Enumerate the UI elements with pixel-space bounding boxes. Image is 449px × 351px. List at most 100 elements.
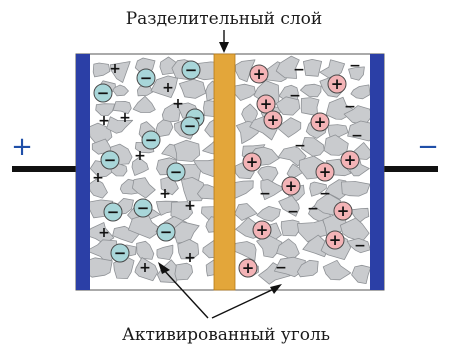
svg-text:+: + [267,111,280,129]
carbon-particle [300,83,322,98]
cation-sign: + [172,96,184,112]
carbon-particle [260,179,286,201]
svg-text:+: + [337,202,350,220]
carbon-particle [303,59,322,77]
svg-text:+: + [344,151,357,169]
right-electrode [370,54,384,290]
cation-ion: + [325,230,345,250]
carbon-particle [351,264,372,284]
carbon-particle [235,59,256,83]
cation-sign: + [119,110,131,126]
carbon-particle [347,120,376,142]
carbon-particle [309,181,327,197]
svg-text:+: + [314,113,327,131]
svg-text:−: − [137,199,150,217]
separator-pointer [219,30,229,53]
carbon-particle [132,95,156,113]
svg-text:−: − [185,61,198,79]
right-lead [383,166,438,172]
carbon-particle [177,239,200,260]
cation-ion: + [310,112,330,132]
negative-terminal-sign: − [417,132,439,162]
cation-ion: + [327,74,347,94]
cation-ion: + [256,94,276,114]
carbon-particle [173,139,201,162]
svg-text:−: − [114,244,127,262]
anion-sign: − [259,186,271,202]
svg-text:+: + [285,177,298,195]
left-lead [12,166,78,172]
carbon-particle [301,137,325,157]
svg-text:+: + [246,153,259,171]
anion-ion: − [136,68,156,88]
carbon-particle [128,213,163,239]
cation-ion: + [242,152,262,172]
anion-ion: − [103,202,123,222]
anion-sign: − [351,128,363,144]
anion-sign: − [293,62,305,78]
svg-text:−: − [184,117,197,135]
anion-ion: − [156,222,176,242]
anion-sign: − [294,138,306,154]
carbon-particle [297,259,319,278]
svg-text:−: − [97,84,110,102]
carbon-particle [106,116,134,134]
carbon-particle [170,201,193,223]
cation-ion: + [252,220,272,240]
svg-text:+: + [319,163,332,181]
carbon-particle [134,257,159,282]
svg-text:+: + [260,95,273,113]
anion-ion: − [181,60,201,80]
carbon-particle [275,96,301,116]
carbon-label: Активированный уголь [122,325,330,345]
separator-label: Разделительный слой [126,9,323,29]
cation-sign: + [159,186,171,202]
carbon-particle [132,177,156,199]
cation-sign: + [109,61,121,77]
cation-ion: + [333,201,353,221]
cation-ion: + [249,64,269,84]
carbon-pointers [158,262,282,319]
carbon-particle [322,259,352,281]
anion-sign: − [344,99,356,115]
cation-sign: + [162,80,174,96]
anion-sign: − [287,204,299,220]
carbon-particle [256,234,283,258]
cation-ion: + [340,150,360,170]
anion-ion: − [93,83,113,103]
cation-sign: + [134,148,146,164]
cation-ion: + [315,162,335,182]
carbon-particle [95,103,116,116]
carbon-particle [256,206,281,222]
cation-sign: + [98,225,110,241]
anion-ion: − [100,150,120,170]
cation-ion: + [263,110,283,130]
positive-terminal-sign: + [11,132,33,162]
carbon-particle [174,262,193,281]
carbon-particle [341,181,371,197]
anion-sign: − [354,238,366,254]
carbon-particle [92,62,111,78]
cation-sign: + [92,170,104,186]
left-electrode [76,54,90,290]
carbon-particle [131,157,149,176]
cation-ion: + [281,176,301,196]
carbon-particle [350,84,371,100]
carbon-particle [157,259,181,284]
carbon-particle [280,219,300,237]
carbon-particle [197,184,218,200]
anion-ion: − [166,162,186,182]
ions-layer: −−−−−−−−−−−−+++++++++++++++++++++++++−−−… [92,58,366,278]
carbon-particle [323,134,349,156]
separator-layer [213,53,236,291]
svg-text:+: + [331,75,344,93]
cation-sign: + [184,250,196,266]
carbon-particle [156,244,174,260]
carbon-particle [112,101,132,115]
cation-sign: + [98,113,110,129]
svg-text:−: − [145,131,158,149]
anion-sign: − [349,58,361,74]
anion-sign: − [275,260,287,276]
svg-text:+: + [253,65,266,83]
svg-text:+: + [329,231,342,249]
